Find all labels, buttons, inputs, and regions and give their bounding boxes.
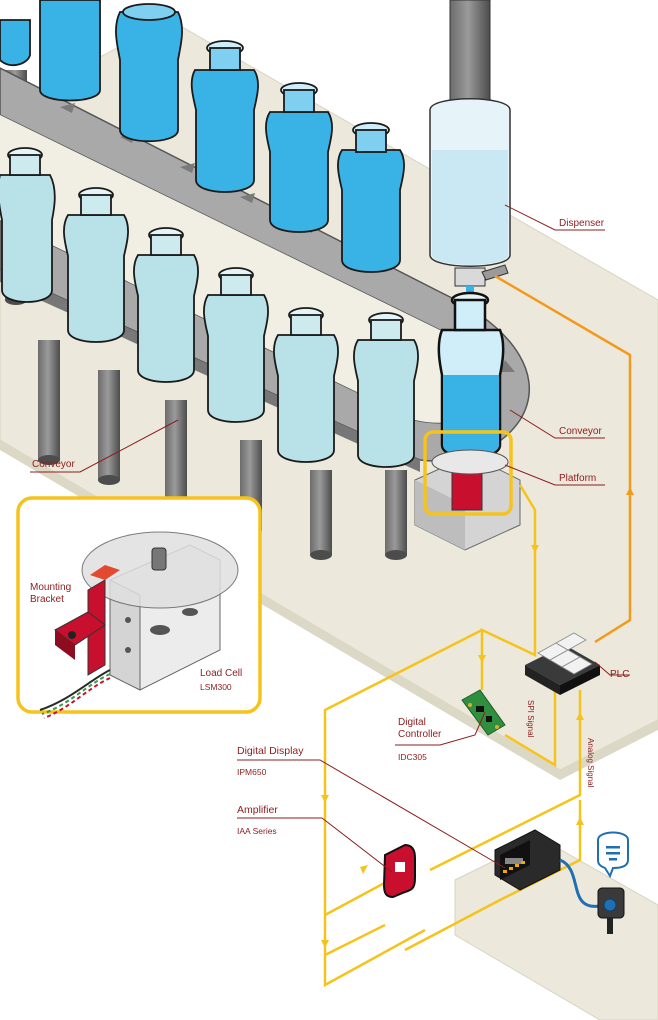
label-amplifier-model: IAA Series: [237, 826, 277, 836]
label-digital-display: Digital Display: [237, 745, 304, 757]
leader-lines: [30, 204, 630, 873]
wire-arrows: [321, 545, 584, 948]
plc-device: [525, 632, 600, 695]
sensor-device: [597, 831, 629, 934]
wire-arrow-orange: [626, 487, 634, 495]
label-mounting-bracket-2: Bracket: [30, 594, 64, 605]
label-load-cell-model: LSM300: [200, 682, 232, 692]
filling-bottle: [437, 291, 505, 459]
label-digital-controller-model: IDC305: [398, 752, 427, 762]
label-digital-display-model: IPM650: [237, 767, 267, 777]
load-cell-inset: [16, 496, 262, 719]
label-platform: Platform: [559, 473, 597, 484]
signal-wiring: [323, 484, 582, 988]
label-amplifier: Amplifier: [237, 804, 278, 816]
filled-bottles-row: [0, 0, 405, 273]
digital-controller-board: [461, 689, 506, 736]
label-analog-signal: Analog Signal: [586, 738, 595, 788]
label-load-cell: Load Cell: [200, 668, 243, 679]
label-digital-controller-2: Controller: [398, 729, 442, 740]
label-digital-controller-1: Digital: [398, 717, 426, 728]
empty-bottles-row: [0, 147, 419, 468]
platform-assembly: [414, 430, 521, 551]
label-spi-signal: SPI Signal: [526, 700, 535, 738]
label-dispenser: Dispenser: [559, 218, 605, 229]
label-conveyor-right: Conveyor: [559, 426, 602, 437]
amplifier-device: [382, 843, 416, 899]
label-mounting-bracket-1: Mounting: [30, 582, 72, 593]
label-conveyor-left: Conveyor: [32, 459, 75, 470]
label-plc: PLC: [610, 669, 630, 680]
digital-display-device: [494, 829, 606, 908]
